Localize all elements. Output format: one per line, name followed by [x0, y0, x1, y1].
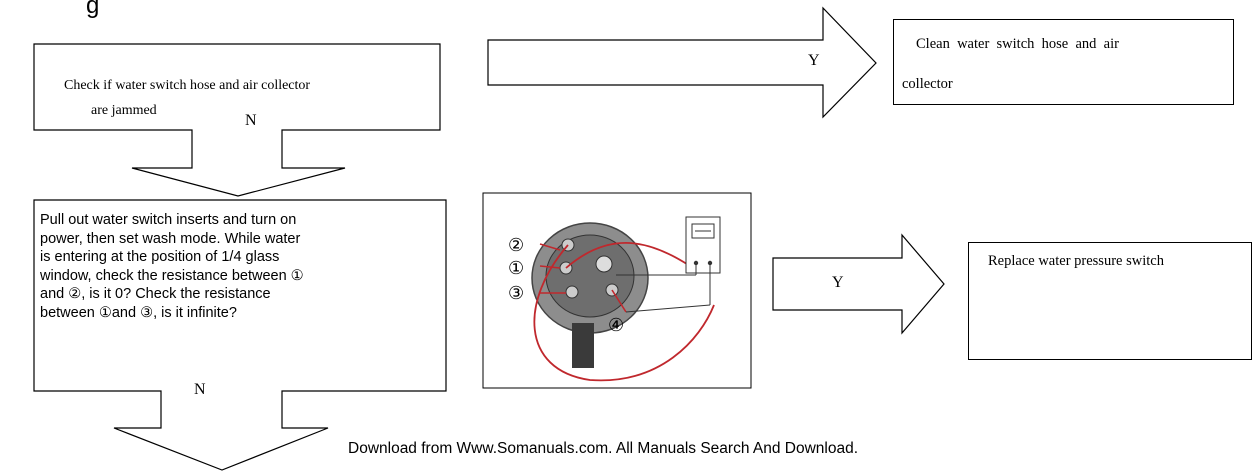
step2-line: window, check the resistance between ① [40, 267, 304, 284]
step2-line: between ①and ③, is it infinite? [40, 304, 237, 321]
action2-label: Replace water pressure switch [988, 253, 1164, 269]
step1-question-line1: Check if water switch hose and air colle… [64, 78, 311, 93]
step2-yes-label: Y [832, 274, 844, 291]
step2-line: is entering at the position of 1/4 glass [40, 249, 280, 266]
fig-label-2: ② [508, 235, 524, 256]
yes-arrow-2 [772, 233, 945, 335]
header-fragment: g [86, 0, 100, 19]
step1-no-label: N [245, 112, 257, 129]
pressure-switch-figure: ② ① ③ ④ [482, 192, 752, 389]
step1-question-line2: are jammed [91, 103, 157, 118]
fig-label-4: ④ [608, 315, 624, 336]
step2-question: Pull out water switch inserts and turn o… [40, 211, 442, 323]
action2-box: Replace water pressure switch [968, 242, 1252, 360]
step1-yes-label: Y [808, 52, 820, 69]
step2-line: and ②, is it 0? Check the resistance [40, 286, 271, 303]
action1-line2: collector [902, 76, 953, 92]
fig-label-3: ③ [508, 283, 524, 304]
footer-download-note: Download from Www.Somanuals.com. All Man… [348, 440, 859, 457]
step2-no-label: N [194, 381, 206, 398]
action1-line1: Clean water switch hose and air [916, 36, 1119, 52]
no-arrow-1 [33, 43, 441, 197]
step2-line: power, then set wash mode. While water [40, 230, 301, 247]
fig-label-1: ① [508, 258, 524, 279]
step2-line: Pull out water switch inserts and turn o… [40, 212, 297, 228]
no-arrow-2 [33, 199, 447, 471]
action1-box: Clean water switch hose and air collecto… [893, 19, 1234, 105]
yes-arrow-1 [487, 6, 877, 119]
